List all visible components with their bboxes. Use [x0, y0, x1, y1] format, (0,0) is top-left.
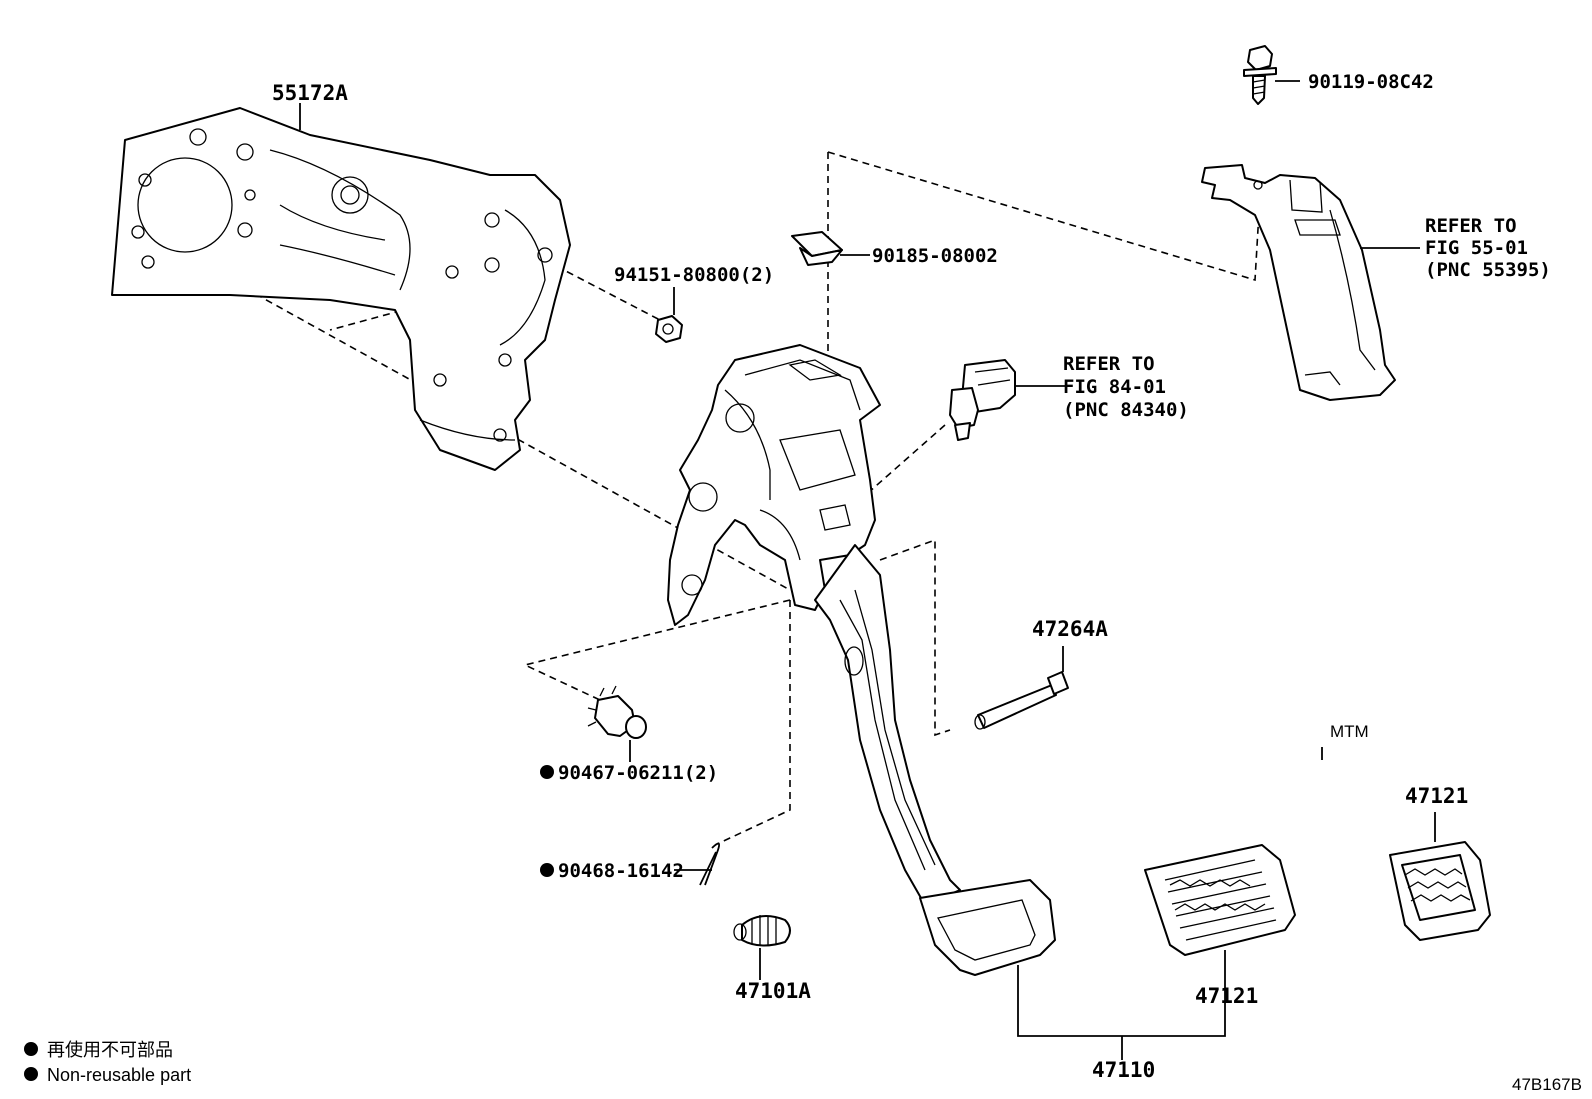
leader-lines	[299, 80, 1436, 1060]
legend: 再使用不可部品 Non-reusable part	[24, 1040, 191, 1085]
non-reusable-dot-90468	[540, 863, 554, 877]
label-90467: 90467-06211(2)	[558, 762, 718, 784]
pin-47264a	[974, 671, 1069, 730]
non-reusable-dot-90467	[540, 765, 554, 779]
bushing-47101a	[733, 915, 791, 947]
clip-90467	[587, 685, 647, 739]
bracket-refer-55-01	[1201, 164, 1396, 401]
switch-refer-84-01	[949, 359, 1016, 441]
pedal-pad-47121-center	[1144, 844, 1296, 956]
bolt-90119	[1243, 45, 1277, 105]
diagram-code: 47B167B	[1512, 1075, 1582, 1094]
label-55172a: 55172A	[272, 81, 348, 105]
legend-dot-en	[24, 1067, 38, 1081]
label-47110: 47110	[1092, 1058, 1155, 1082]
legend-jp: 再使用不可部品	[47, 1040, 173, 1060]
label-refer-55-line2: FIG 55-01	[1425, 237, 1528, 259]
bracket-55172a	[111, 107, 571, 471]
pedal-support-bracket	[667, 344, 881, 626]
label-refer-55-line1: REFER TO	[1425, 215, 1517, 237]
cotter-pin-90468	[699, 842, 721, 886]
label-90119: 90119-08C42	[1308, 71, 1434, 93]
part-labels: 55172A 94151-80800(2) 90185-08002 90119-…	[272, 71, 1551, 1082]
label-47101a: 47101A	[735, 979, 811, 1003]
legend-en: Non-reusable part	[47, 1065, 191, 1085]
pedal-arm	[814, 544, 961, 906]
clip-90185	[791, 231, 843, 266]
pedal-pad-47121-mtm	[1389, 841, 1491, 941]
pedal-pad-assembly	[919, 879, 1056, 976]
label-47121-mtm: 47121	[1405, 784, 1468, 808]
legend-dot-jp	[24, 1042, 38, 1056]
label-mtm: MTM	[1330, 722, 1369, 741]
label-90468: 90468-16142	[558, 860, 684, 882]
label-refer-84-line2: FIG 84-01	[1063, 376, 1166, 398]
label-refer-84-line1: REFER TO	[1063, 353, 1155, 375]
label-90185: 90185-08002	[872, 245, 998, 267]
nut-94151	[655, 315, 683, 343]
label-47121-center: 47121	[1195, 984, 1258, 1008]
label-47264a: 47264A	[1032, 617, 1108, 641]
label-94151: 94151-80800(2)	[614, 264, 774, 286]
label-refer-84-line3: (PNC 84340)	[1063, 399, 1189, 421]
label-refer-55-line3: (PNC 55395)	[1425, 259, 1551, 281]
